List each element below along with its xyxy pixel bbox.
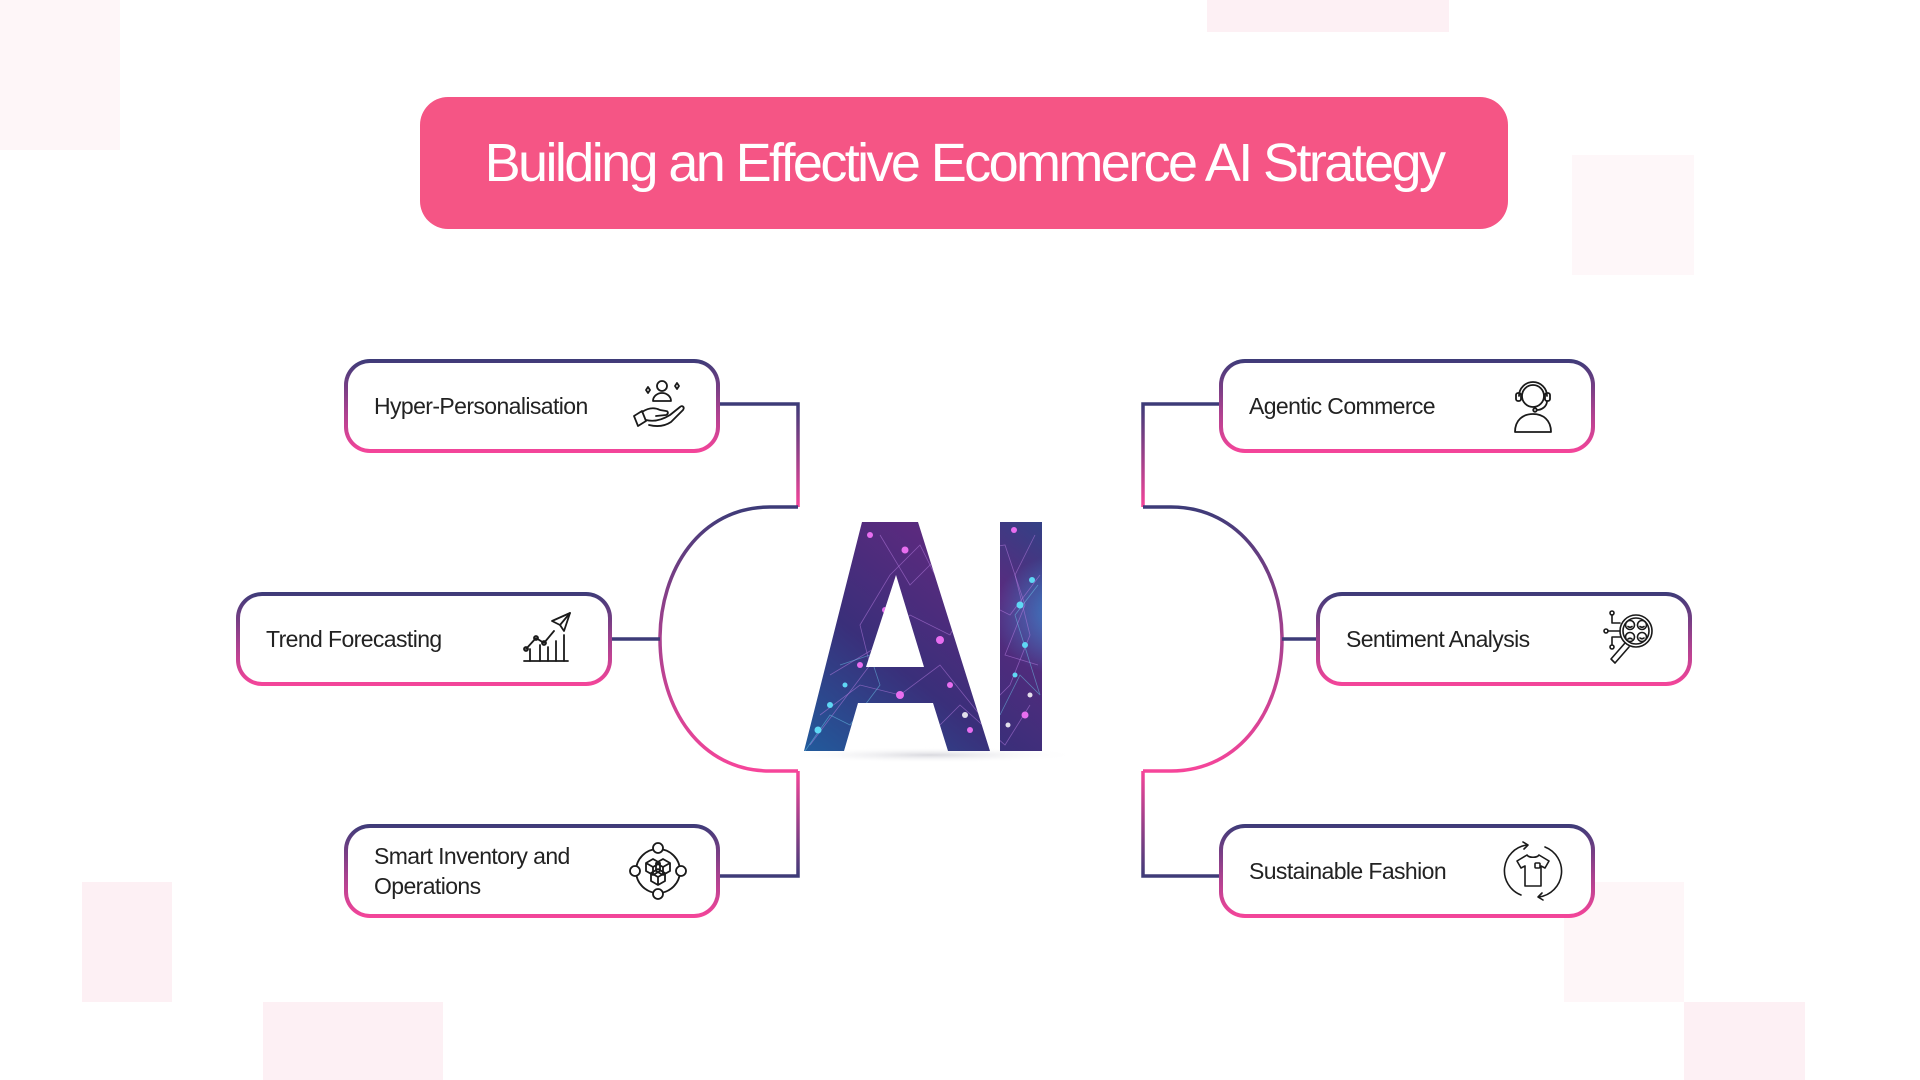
headset-agent-icon [1501, 374, 1565, 438]
title-banner: Building an Effective Ecommerce AI Strat… [420, 97, 1508, 229]
node-hyper-personalisation: Hyper-Personalisation [344, 359, 720, 453]
node-label: Hyper-Personalisation [374, 393, 588, 419]
tshirt-recycle-arrows-icon [1501, 839, 1565, 903]
bg-square [1684, 1002, 1805, 1080]
ai-logo-icon [800, 522, 1080, 763]
bg-square [1207, 0, 1449, 32]
node-agentic-commerce: Agentic Commerce [1219, 359, 1595, 453]
node-sustainable-fashion: Sustainable Fashion [1219, 824, 1595, 918]
node-label: Agentic Commerce [1249, 393, 1436, 419]
node-label: Trend Forecasting [266, 626, 442, 652]
node-sentiment-analysis: Sentiment Analysis [1316, 592, 1692, 686]
boxes-network-circle-icon [626, 839, 690, 903]
hand-offering-person-sparkles-icon [626, 374, 690, 438]
bg-square [82, 882, 172, 1002]
magnifier-emoji-faces-icon [1598, 607, 1662, 671]
node-label: Sustainable Fashion [1249, 858, 1447, 884]
chart-rising-paper-plane-icon [518, 607, 582, 671]
node-label: Sentiment Analysis [1346, 626, 1530, 652]
bg-square [0, 0, 120, 150]
page-title: Building an Effective Ecommerce AI Strat… [484, 133, 1446, 193]
node-smart-inventory: Smart Inventory and Operations [344, 824, 720, 918]
bg-square [1572, 155, 1694, 275]
node-label: Smart Inventory and Operations [374, 843, 570, 899]
node-trend-forecasting: Trend Forecasting [236, 592, 612, 686]
bg-square [263, 1002, 443, 1080]
